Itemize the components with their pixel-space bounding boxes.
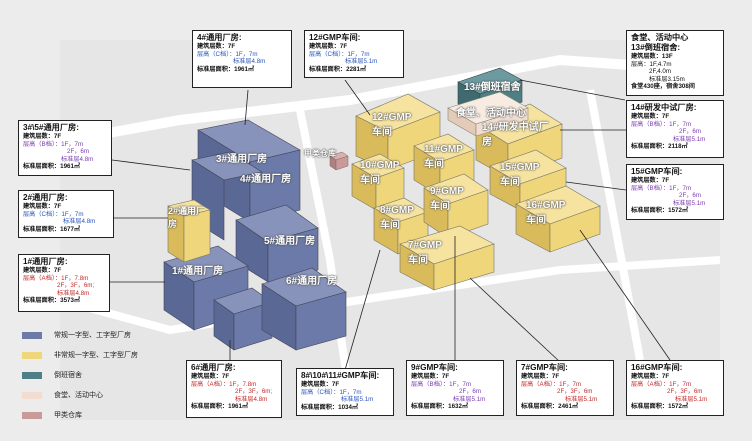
label-b4: 4#通用厂房 — [240, 174, 292, 185]
legend-item: 非常规一字型、工字型厂房 — [22, 350, 138, 360]
label-b8: 8#GMP车间 — [380, 205, 414, 231]
label-b7: 7#GMP车间 — [408, 240, 442, 266]
label-b2: 2#通用厂房 — [168, 206, 206, 229]
legend-item: 甲类仓库 — [22, 410, 138, 420]
block-b6 — [261, 267, 347, 351]
block-canteen — [447, 91, 529, 137]
block-b16 — [515, 185, 601, 253]
legend-label: 食堂、活动中心 — [54, 392, 103, 399]
legend-swatch — [22, 351, 42, 359]
card-b2: 2#通用厂房: 建筑层数：7F 层高（C档）：1F，7m 标准层4.8m 标准层… — [18, 190, 114, 238]
card-b16: 16#GMP车间: 建筑层数：7F 层高（A档）：1F，7m 2F，3F，6m … — [626, 360, 724, 416]
block-b7 — [399, 225, 495, 291]
legend-swatch — [22, 391, 42, 399]
label-b15: 15#GMP车间 — [500, 162, 540, 188]
card-b13: 食堂、活动中心 13#倒班宿舍: 建筑层数：13F 层高：1F,4.7m 2F,… — [626, 30, 724, 96]
legend-item: 倒班宿舍 — [22, 370, 138, 380]
legend-item: 常规一字型、工字型厂房 — [22, 330, 138, 340]
legend-label: 非常规一字型、工字型厂房 — [54, 352, 138, 359]
label-b5: 5#通用厂房 — [264, 236, 316, 247]
label-b14: 14#研发中试厂房 — [482, 122, 549, 148]
label-b1: 1#通用厂房 — [172, 266, 224, 277]
label-b11: 11#GMP车间 — [424, 144, 463, 170]
card-b1: 1#通用厂房: 建筑层数：7F 层高（A档）：1F，7.8m 2F，3F，6m;… — [18, 254, 110, 312]
block-warehouse — [329, 151, 349, 171]
block-b10 — [351, 153, 405, 211]
label-b12: 12#GMP车间 — [372, 112, 412, 138]
legend-label: 甲类仓库 — [54, 412, 82, 419]
label-b10: 10#GMP车间 — [360, 160, 400, 186]
card-b14: 14#研发中试厂房: 建筑层数：7F 层高（B档）：1F，7m 2F，6m 标准… — [626, 100, 724, 158]
card-b15: 15#GMP车间: 建筑层数：7F 层高（B档）：1F，7m 2F，6m 标准层… — [626, 164, 724, 220]
card-b4: 4#通用厂房: 建筑层数：7F 层高（C档）：1F，7m 标准层4.8m 标准层… — [192, 30, 292, 88]
label-canteen: 食堂、活动中心 — [456, 108, 526, 119]
label-b3: 3#通用厂房 — [216, 154, 268, 165]
label-warehouse: 甲类仓库 — [304, 149, 336, 158]
card-b3-b5: 3#\5#通用厂房: 建筑层数：7F 层高（B档）：1F，7m 2F，6m 标准… — [18, 120, 112, 176]
block-b1 — [163, 245, 273, 351]
label-b13: 13#倒班宿舍 — [464, 82, 521, 93]
card-b6: 6#通用厂房: 建筑层数：7F 层高（A档）：1F，7.8m 2F，3F，6m;… — [186, 360, 282, 418]
block-b9 — [423, 173, 489, 239]
block-b2 — [167, 199, 211, 263]
legend-swatch — [22, 331, 42, 339]
card-b8-b10-b11: 8#\10#\11#GMP车间: 建筑层数：7F 层高（C档）：1F，7m 标准… — [296, 368, 394, 416]
card-b12: 12#GMP车间: 建筑层数：7F 层高（C档）：1F，7m 标准层5.1m 标… — [304, 30, 404, 78]
leader-lines — [110, 79, 671, 371]
block-b11 — [413, 133, 475, 197]
legend-item: 食堂、活动中心 — [22, 390, 138, 400]
legend-label: 倒班宿舍 — [54, 372, 82, 379]
legend-label: 常规一字型、工字型厂房 — [54, 332, 131, 339]
label-b6: 6#通用厂房 — [286, 276, 338, 287]
card-b9: 9#GMP车间: 建筑层数：7F 层高（B档）：1F，7m 2F，6m 标准层5… — [406, 360, 504, 416]
legend-swatch — [22, 371, 42, 379]
card-b7: 7#GMP车间: 建筑层数：7F 层高（A档）：1F，7m 2F，3F，6m 标… — [516, 360, 614, 416]
legend-swatch — [22, 411, 42, 419]
label-b9: 9#GMP车间 — [430, 186, 464, 212]
legend: 常规一字型、工字型厂房 非常规一字型、工字型厂房 倒班宿舍 食堂、活动中心 甲类… — [22, 330, 138, 430]
label-b16: 16#GMP车间 — [526, 200, 566, 226]
